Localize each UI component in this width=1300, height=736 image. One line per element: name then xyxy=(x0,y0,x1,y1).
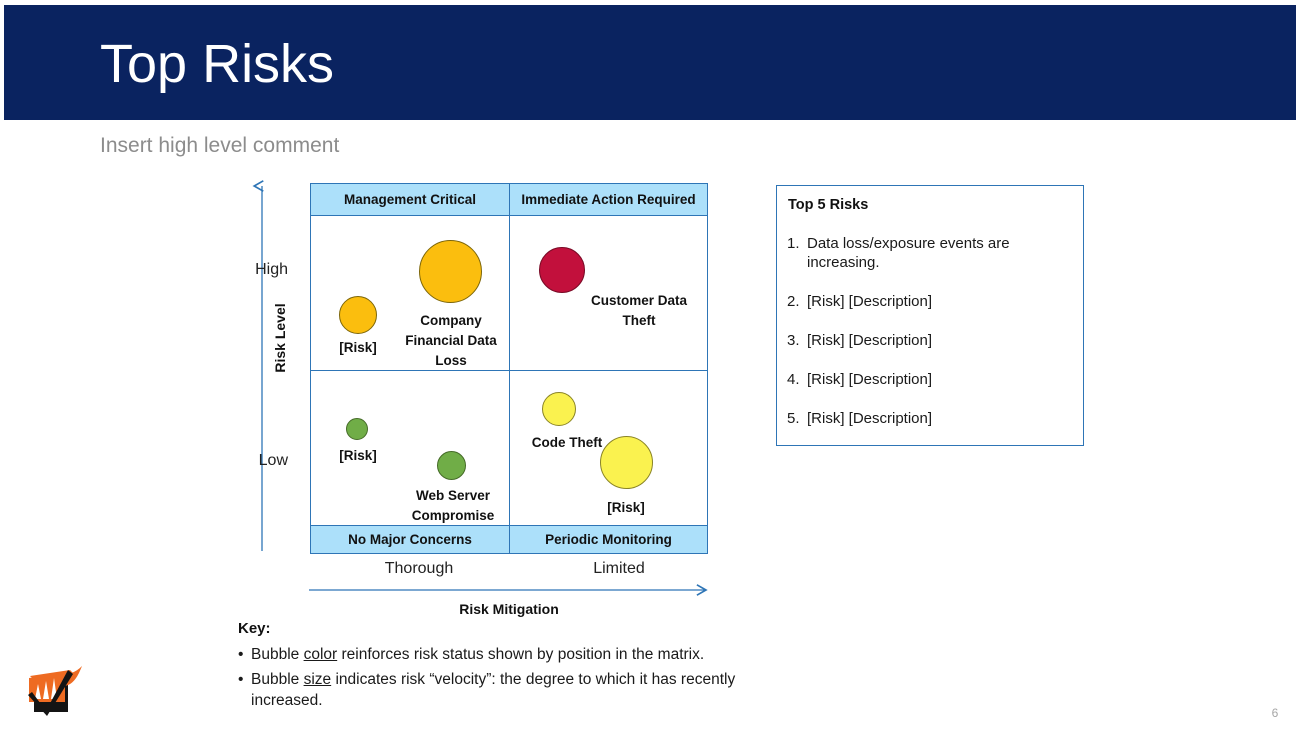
x-tick-thorough: Thorough xyxy=(384,560,454,577)
list-item: 2. [Risk] [Description] xyxy=(787,292,1077,311)
key-bullet-size: • Bubble size indicates risk “velocity”: … xyxy=(238,669,758,711)
key-text-pre: Bubble xyxy=(251,646,304,663)
key-title: Key: xyxy=(238,620,271,637)
page-title: Top Risks xyxy=(100,34,335,94)
bubble-label-code-theft: Code Theft xyxy=(531,435,603,450)
top-5-risks-panel: Top 5 Risks 1. Data loss/exposure events… xyxy=(776,185,1084,446)
page-number: 6 xyxy=(1271,706,1279,720)
list-item-number: 3. xyxy=(787,332,800,349)
company-logo-icon xyxy=(28,666,82,716)
matrix-vertical-divider xyxy=(509,184,510,553)
bubble-code-theft[interactable] xyxy=(542,392,576,426)
bubble-web-server-compromise[interactable] xyxy=(437,451,466,480)
bullet-icon: • xyxy=(238,646,244,663)
list-item-number: 2. xyxy=(787,293,800,310)
bubble-label-web-server-compromise: Web Server Compromise xyxy=(411,488,495,523)
list-item-text: [Risk] [Description] xyxy=(807,410,933,427)
list-item: 3. [Risk] [Description] xyxy=(787,331,1077,350)
list-item-text: [Risk] [Description] xyxy=(807,332,933,349)
bubble-risk-bottom-right[interactable] xyxy=(600,436,653,489)
bullet-icon: • xyxy=(238,671,244,688)
x-axis-title: Risk Mitigation xyxy=(459,601,559,617)
risk-matrix: Management Critical Immediate Action Req… xyxy=(310,183,708,554)
bubble-customer-data-theft[interactable] xyxy=(539,247,585,293)
key-text-post: reinforces risk status shown by position… xyxy=(337,646,705,663)
bubble-risk-bottom-left[interactable] xyxy=(346,418,368,440)
top-5-risks-list: 1. Data loss/exposure events are increas… xyxy=(787,234,1077,448)
x-tick-limited: Limited xyxy=(593,560,645,577)
slide-subtitle: Insert high level comment xyxy=(100,134,340,157)
key-bullet-color: • Bubble color reinforces risk status sho… xyxy=(238,644,758,665)
bubble-label-company-financial-data-loss: Company Financial Data Loss xyxy=(405,313,497,368)
list-item-text: Data loss/exposure events are increasing… xyxy=(807,235,1010,271)
y-axis-title: Risk Level xyxy=(272,303,288,373)
key-text-post: indicates risk “velocity”: the degree to… xyxy=(251,671,736,709)
bubble-label-customer-data-theft: Customer Data Theft xyxy=(590,293,688,328)
list-item-number: 5. xyxy=(787,410,800,427)
list-item-text: [Risk] [Description] xyxy=(807,293,933,310)
key-text-pre: Bubble xyxy=(251,671,304,688)
quadrant-label-immediate-action-required: Immediate Action Required xyxy=(509,184,707,215)
list-item-number: 4. xyxy=(787,371,800,388)
bubble-label-risk-bottom-right: [Risk] xyxy=(607,500,645,515)
list-item: 1. Data loss/exposure events are increas… xyxy=(787,234,1077,272)
key-text-emphasis: size xyxy=(303,671,332,688)
bubble-company-financial-data-loss[interactable] xyxy=(419,240,482,303)
bubble-label-risk-top-left: [Risk] xyxy=(339,340,377,355)
key-text-emphasis: color xyxy=(303,646,338,663)
list-item: 5. [Risk] [Description] xyxy=(787,409,1077,428)
list-item-text: [Risk] [Description] xyxy=(807,371,933,388)
bubble-risk-top-left[interactable] xyxy=(339,296,377,334)
bubble-label-risk-bottom-left: [Risk] xyxy=(339,448,377,463)
quadrant-label-periodic-monitoring: Periodic Monitoring xyxy=(509,526,707,553)
matrix-horizontal-divider xyxy=(311,370,707,371)
top-5-risks-title: Top 5 Risks xyxy=(788,197,869,213)
y-tick-low: Low xyxy=(258,452,288,469)
quadrant-label-management-critical: Management Critical xyxy=(343,192,477,207)
slide-title-bar: Top Risks xyxy=(4,5,1296,120)
list-item: 4. [Risk] [Description] xyxy=(787,370,1077,389)
quadrant-label-no-major-concerns: No Major Concerns xyxy=(348,532,472,547)
key-section: Key: • Bubble color reinforces risk statu… xyxy=(238,620,758,715)
list-item-number: 1. xyxy=(787,235,800,252)
y-tick-high: High xyxy=(255,261,288,278)
matrix-bottom-band: No Major Concerns Periodic Monitoring xyxy=(311,525,707,553)
